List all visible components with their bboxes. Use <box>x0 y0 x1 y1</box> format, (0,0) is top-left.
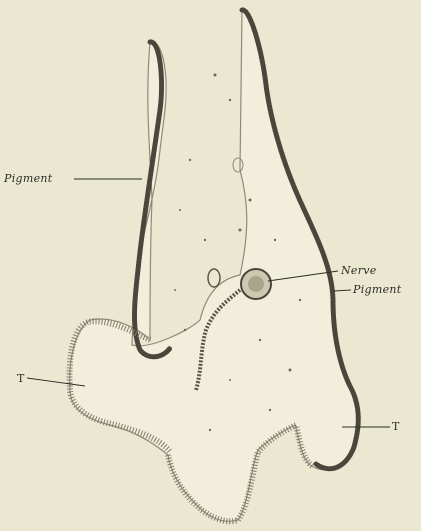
label-nerve: Nerve <box>341 264 377 277</box>
label-pigment-right: Pigment <box>353 283 402 296</box>
tissue-body <box>70 10 359 521</box>
label-t-left: T <box>17 372 25 385</box>
vessel-left <box>208 269 220 287</box>
label-t-right: T <box>392 420 400 433</box>
nerve-core <box>248 276 264 292</box>
leader-pigment-right <box>334 290 351 291</box>
label-pigment-left: Pigment <box>4 172 53 185</box>
